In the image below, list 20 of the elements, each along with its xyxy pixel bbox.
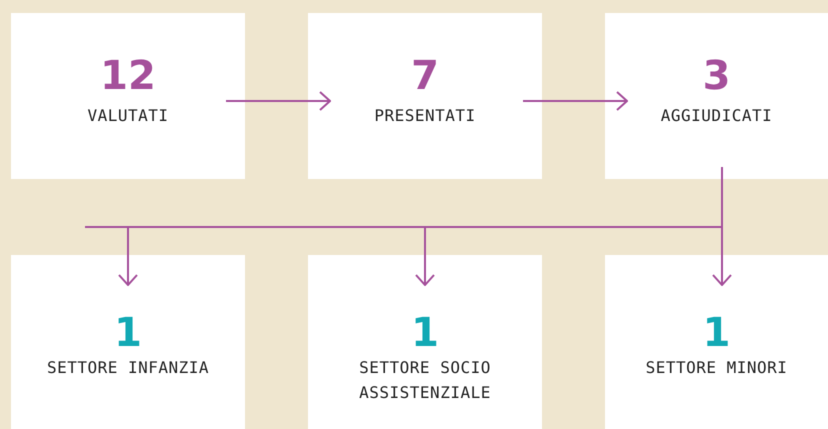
card-background bbox=[11, 255, 245, 429]
count-number: 7 bbox=[410, 54, 440, 98]
card-background bbox=[605, 255, 828, 429]
count-number: 12 bbox=[99, 54, 157, 98]
category-label: PRESENTATI bbox=[373, 105, 477, 127]
category-label: AGGIUDICATI bbox=[660, 105, 774, 127]
category-label: SETTORE INFANZIA bbox=[46, 357, 210, 379]
category-label: SETTORE SOCIO ASSISTENZIALE bbox=[358, 357, 492, 404]
card-background bbox=[308, 255, 542, 429]
category-label: VALUTATI bbox=[86, 105, 170, 127]
arrow bbox=[226, 91, 331, 111]
count-number: 1 bbox=[113, 311, 143, 355]
count-number: 1 bbox=[702, 311, 732, 355]
card-background bbox=[308, 13, 542, 179]
card-background bbox=[11, 13, 245, 179]
count-number: 3 bbox=[702, 54, 732, 98]
count-number: 1 bbox=[410, 311, 440, 355]
card-background bbox=[605, 13, 828, 179]
arrow bbox=[523, 91, 628, 111]
category-label: SETTORE MINORI bbox=[644, 357, 788, 379]
